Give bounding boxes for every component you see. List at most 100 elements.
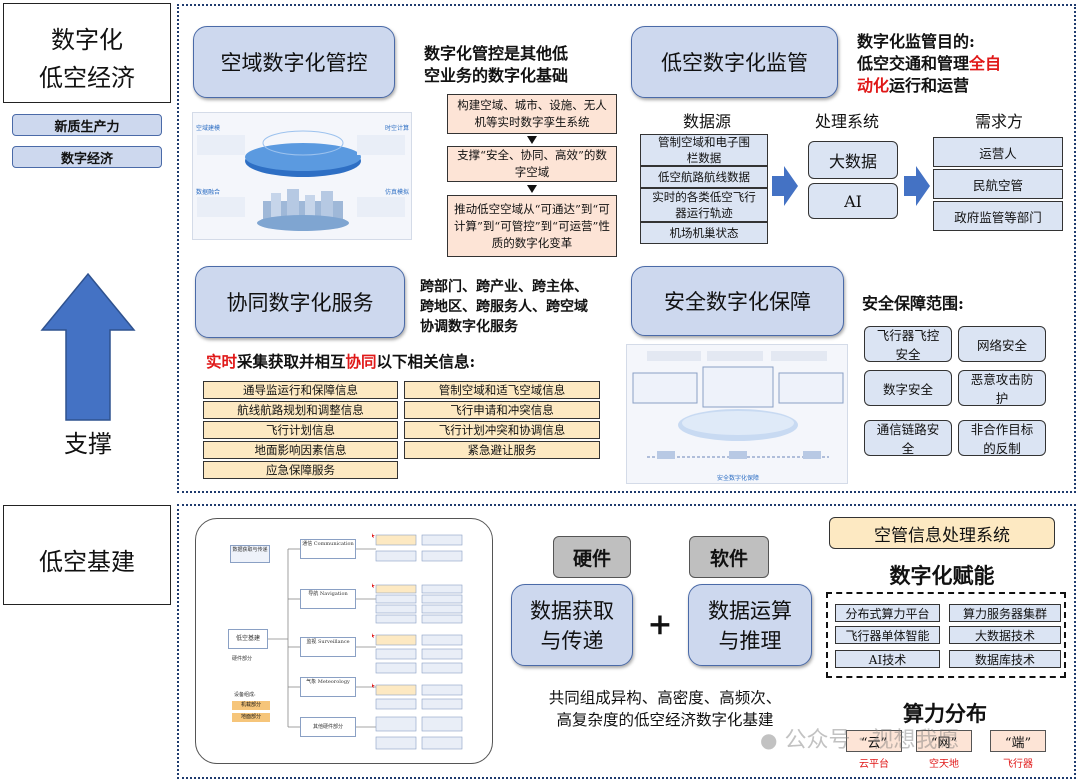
hardware-label: 硬件 [553,536,631,578]
empower-item-1: 分布式算力平台 [835,604,940,622]
mind-root-node: 低空基建 [228,629,268,649]
safety-item-1: 飞行器飞控安全 [864,326,952,362]
infra-box: 低空基建 [3,505,171,605]
source-item-4: 机场机巢状态 [640,222,768,244]
arrow-down-icon [527,136,537,144]
infra-caption-line1: 共同组成异构、高密度、高频次、 [548,689,782,707]
mind-legend-1: 机载部分 [232,701,270,710]
empower-frame [826,592,1066,678]
safety-item-2: 网络安全 [958,326,1046,362]
source-item-2: 低空航路航线数据 [640,166,768,188]
mind-branch-nav: 导航 Navigation [300,589,356,609]
empower-item-4: 大数据技术 [949,626,1061,644]
hw-data-acquisition: 数据获取 与传递 [511,584,633,666]
empower-title: 数字化赋能 [889,563,995,588]
compute-net: “网” [916,730,972,752]
collab-desc-line1: 跨部门、跨产业、跨主体、 [420,279,588,295]
sw-box-line2: 与推理 [718,629,782,653]
mind-branch-surv: 监视 Surveillance [300,637,356,657]
thumb-label-1: 空域建模 [196,125,221,132]
process-bigdata: 大数据 [808,141,898,179]
top-section-frame [177,4,1076,493]
collab-right-item-4: 紧急避让服务 [404,441,600,459]
demand-item-3: 政府监管等部门 [933,201,1063,231]
mindmap-lines [266,548,376,728]
monitor-purpose-c: 动化 [857,76,890,95]
compute-sub-edge: 飞行器 [1003,759,1033,770]
safety-scope-label: 安全保障范围: [862,294,964,313]
safety-item-6: 非合作目标的反制 [958,420,1046,456]
collab-right-item-3: 飞行计划冲突和协调信息 [404,421,600,439]
safety-item-5: 通信链路安全 [864,420,952,456]
thumb-label-3: 数据融合 [196,189,221,196]
sw-box-line1: 数据运算 [708,599,792,623]
collab-info-c: 协同 [345,352,377,371]
page-title-line2: 低空经济 [39,64,135,92]
arrow-down-icon [527,185,537,193]
demand-item-1: 运营人 [933,137,1063,167]
tag-digital-economy: 数字经济 [12,146,162,168]
atm-system: 空管信息处理系统 [829,517,1055,549]
plus-sign: + [647,606,673,642]
collab-desc-line3: 协调数字化服务 [420,319,518,335]
empower-item-3: 飞行器单体智能 [835,626,940,644]
bottom-section-frame [177,504,1076,779]
mind-branch-met: 气象 Meteorology [300,677,356,697]
compute-title: 算力分布 [903,701,987,726]
safety-item-4: 恶意攻击防护 [958,370,1046,406]
thumb-label-2: 时空计算 [385,125,410,132]
title-box: 数字化 低空经济 [3,3,171,103]
airspace-title: 空域数字化管控 [193,26,395,98]
collab-left-item-3: 飞行计划信息 [203,421,398,439]
tag-new-productivity: 新质生产力 [12,114,162,136]
compute-edge: “端” [990,730,1046,752]
safety-title: 安全数字化保障 [631,266,844,336]
compute-sub-cloud: 云平台 [859,759,889,770]
collab-info-line: 实时采集获取并相互协同以下相关信息: [206,350,475,372]
infra-mindmap: 数据获取与传递 低空基建 硬件部分 设备组成: 机载部分 地面部分 通信 Com… [195,518,493,764]
hw-box-line2: 与传递 [540,629,604,653]
infra-label: 低空基建 [39,548,135,576]
demand-item-2: 民航空管 [933,169,1063,199]
airspace-illustration: 空域建模 时空计算 数据融合 仿真模拟 [192,112,412,240]
monitor-purpose-b: 全自 [969,54,1002,73]
watermark-text: 公众号 · 视想我愿 [784,728,960,753]
source-item-1: 管制空域和电子围栏数据 [640,134,768,166]
infra-caption-line2: 高复杂度的低空经济数字化基建 [556,711,774,729]
software-label: 软件 [689,536,769,578]
mind-branch-comm: 通信 Communication [300,539,356,559]
monitor-purpose-line3: 动化运行和运营 [857,72,969,96]
sw-data-compute: 数据运算 与推理 [688,584,812,666]
process-ai: AI [808,183,898,219]
empower-item-5: AI技术 [835,650,940,668]
collab-title: 协同数字化服务 [195,266,405,338]
col-process: 处理系统 [815,112,880,131]
collab-info-a: 实时 [206,352,238,371]
safety-illustration-icon [632,351,844,459]
monitor-purpose-line1: 数字化监管目的: [857,32,975,51]
safety-thumb-caption: 安全数字化保障 [716,475,759,482]
compute-sub-net: 空天地 [929,759,959,770]
airspace-step-1: 构建空域、城市、设施、无人机等实时数字孪生系统 [447,94,617,134]
collab-left-item-4: 地面影响因素信息 [203,441,398,459]
airspace-illustration-icon [197,130,405,231]
collab-info-d: 以下相关信息: [376,352,476,371]
right-arrow-icon [904,166,930,206]
collab-left-item-1: 通导监运行和保障信息 [203,381,398,399]
mindmap-leaves [372,533,463,750]
monitor-purpose-a: 低空交通和管理 [857,54,970,73]
thumb-label-4: 仿真模拟 [385,189,410,196]
empower-item-2: 算力服务器集群 [949,604,1061,622]
airspace-desc-line2: 空业务的数字化基础 [424,66,569,85]
safety-illustration: 安全数字化保障 [626,344,848,484]
collab-desc-line2: 跨地区、跨服务人、跨空域 [420,299,588,315]
mind-left-node: 数据获取与传递 [230,545,270,563]
right-arrow-icon [772,166,798,206]
col-demand: 需求方 [975,112,1024,131]
mind-legend-2: 地面部分 [232,713,270,722]
collab-info-b: 采集获取并相互 [237,352,346,371]
safety-item-3: 数字安全 [864,370,952,406]
monitor-purpose-line2: 低空交通和管理全自 [857,50,1001,74]
monitor-purpose-d: 运行和运营 [889,76,970,95]
hw-box-line1: 数据获取 [530,599,614,623]
